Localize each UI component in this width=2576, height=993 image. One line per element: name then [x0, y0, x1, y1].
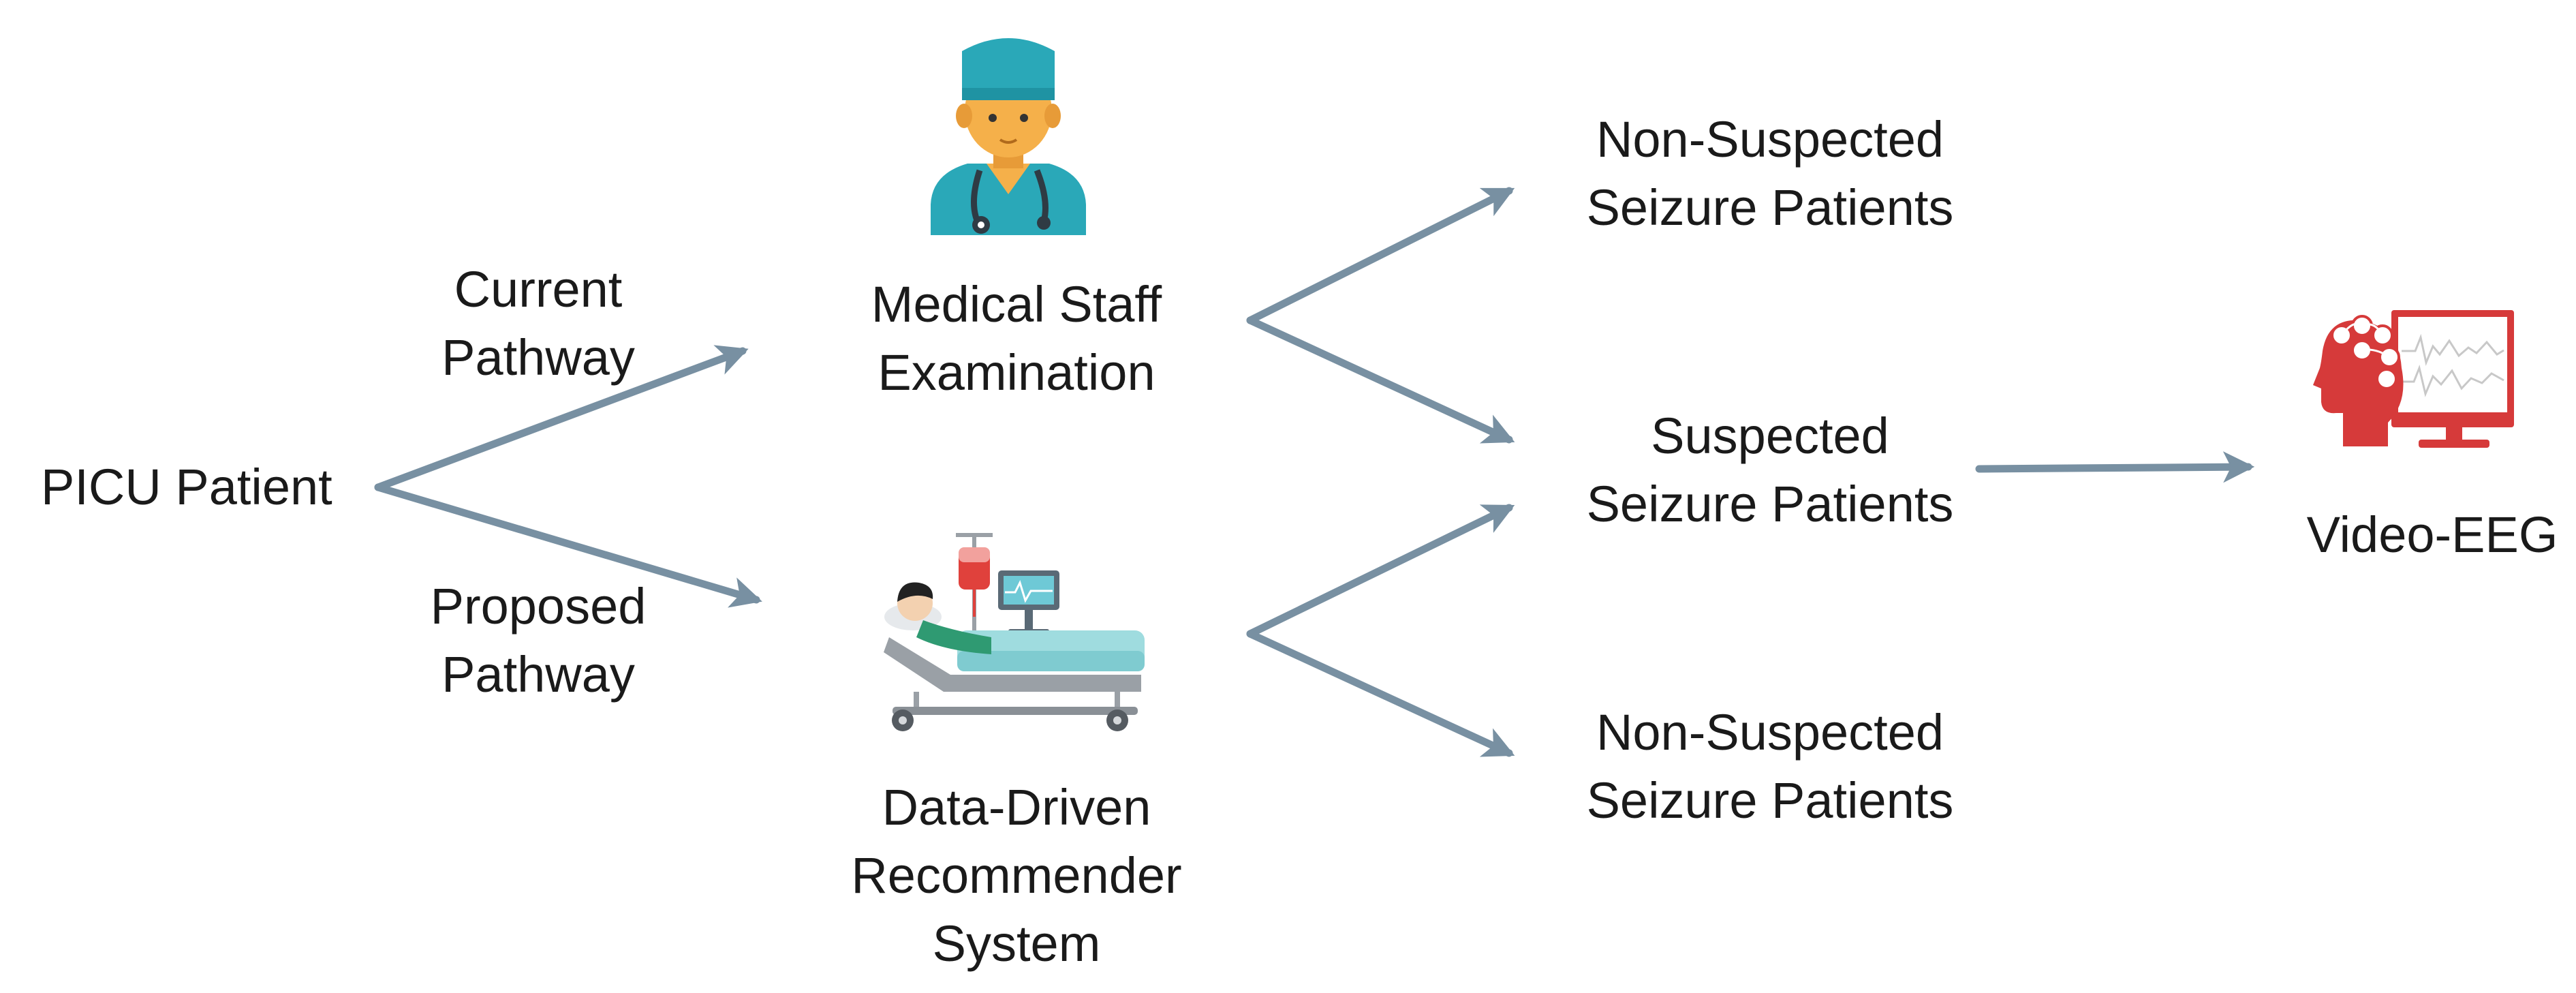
node-label-line: Suspected	[1651, 408, 1889, 464]
node-label-line: Seizure Patients	[1586, 476, 1954, 532]
edge-label-current-pathway: Current Pathway	[441, 256, 635, 392]
node-video-eeg: Video-EEG	[2307, 501, 2558, 569]
edge-label-line: Pathway	[441, 646, 635, 703]
arrow-staff-to-nonsuspected-top	[1246, 187, 1515, 324]
node-label: Video-EEG	[2306, 506, 2558, 563]
arrow-recommender-to-suspected	[1246, 504, 1515, 638]
node-label-line: Non-Suspected	[1596, 111, 1944, 168]
node-label-line: Data-Driven	[882, 779, 1151, 836]
node-label-line: Non-Suspected	[1596, 704, 1944, 761]
node-recommender-system: Data-Driven Recommender System	[851, 774, 1181, 978]
node-non-suspected-top: Non-Suspected Seizure Patients	[1587, 106, 1954, 242]
node-label-line: Seizure Patients	[1586, 772, 1954, 829]
eeg-monitor-icon	[2313, 310, 2514, 448]
node-label-line: Recommender	[851, 847, 1182, 904]
node-non-suspected-bottom: Non-Suspected Seizure Patients	[1587, 699, 1954, 835]
node-label-line: System	[932, 915, 1101, 972]
edge-label-proposed-pathway: Proposed Pathway	[431, 572, 647, 709]
arrow-picu-to-staff	[374, 345, 749, 491]
doctor-icon	[931, 38, 1086, 235]
arrow-recommender-to-nonsuspected-bottom	[1246, 630, 1515, 757]
hospital-bed-patient-icon	[884, 533, 1145, 731]
node-picu-patient: PICU Patient	[41, 453, 332, 521]
edge-label-line: Current	[454, 261, 623, 318]
node-label: PICU Patient	[41, 459, 332, 515]
arrow-picu-to-recommender	[374, 483, 762, 608]
arrow-staff-to-suspected	[1246, 316, 1515, 444]
arrow-suspected-to-eeg	[1975, 451, 2255, 483]
edge-label-line: Pathway	[441, 329, 635, 386]
node-label-line: Medical Staff	[871, 276, 1162, 333]
node-label-line: Seizure Patients	[1586, 179, 1954, 236]
edge-label-line: Proposed	[430, 578, 647, 635]
node-suspected: Suspected Seizure Patients	[1587, 402, 1954, 538]
node-label-line: Examination	[878, 344, 1155, 401]
node-medical-staff-examination: Medical Staff Examination	[871, 271, 1162, 407]
